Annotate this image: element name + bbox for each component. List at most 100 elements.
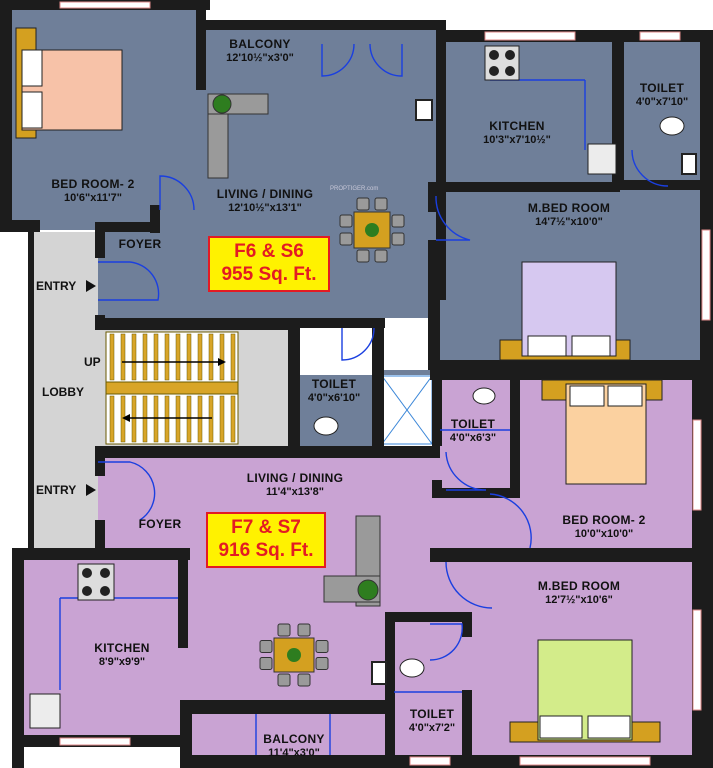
stair-down-arrow-head [122,414,130,422]
toilet-icon [472,387,496,405]
washbasin-icon [371,661,387,685]
room-label-toilet-bottom: TOILET 4'0"x7'2" [396,707,468,734]
room-dimension: 10'3"x7'10½" [483,133,551,146]
dining-chair-icon [356,249,370,263]
window [692,419,702,511]
stair-tread [197,333,203,381]
dining-table-icon [273,637,315,673]
dining-chair-icon [374,249,388,263]
room-title: LIVING / DINING [246,471,344,485]
stove-icon [77,563,115,601]
door-swing [369,43,403,77]
room-dimension: 4'0"x6'3" [449,431,497,444]
duct-shaft [381,375,433,445]
room-dimension: 10'6"x11'7" [64,191,122,204]
stair-treads [109,333,236,443]
room-label-balcony-bottom: BALCONY 11'4"x3'0" [242,732,346,759]
room-label-bed2-bottom: BED ROOM- 2 10'0"x10'0" [546,513,662,540]
wall [196,0,206,90]
wall [180,700,192,768]
washbasin-icon [681,153,697,175]
wall [12,548,190,560]
stair-tread [120,333,126,381]
wall [95,318,295,330]
wall [462,690,472,768]
room-label-kitchen-top: KITCHEN 10'3"x7'10½" [462,119,572,146]
stair-flight-upper [105,331,239,383]
dining-chair-icon [391,214,405,228]
wall [385,612,470,622]
wall [428,240,440,370]
wall [288,318,300,448]
room-title: TOILET [409,707,455,721]
room-dimension: 4'0"x7'10" [635,95,689,108]
toilet-icon [659,116,685,136]
stair-tread [197,395,203,443]
wall [95,222,160,232]
stair-tread [219,333,225,381]
entry-label-bottom: ENTRY [36,483,77,497]
wall [150,205,160,233]
room-dimension: 11'4"x13'8" [266,485,324,498]
window [639,31,681,41]
room-title: BALCONY [263,732,325,746]
room-label-living-bottom: LIVING / DINING 11'4"x13'8" [234,471,356,498]
dining-chair-icon [315,640,329,653]
window [409,756,451,766]
door-swing [429,623,463,661]
room-title: TOILET [639,81,685,95]
door-swing [489,493,532,549]
room-label-toilet-top-right: TOILET 4'0"x7'10" [626,81,698,108]
window [484,31,576,41]
stair-up-label: UP [84,355,101,369]
door-swing [98,461,156,521]
room-label-toilet-mid: TOILET 4'0"x6'10" [292,377,376,404]
room-dimension: 12'10½"x3'0" [226,51,294,64]
wall [290,318,385,328]
wall [432,488,520,498]
bed-icon [499,261,631,361]
door-swing [445,561,493,609]
shaft-cross-2 [381,375,433,445]
stair-tread [142,395,148,443]
room-label-kitchen-bottom: KITCHEN 8'9"x9'9" [80,641,164,668]
room-label-balcony-top: BALCONY 12'10½"x3'0" [210,37,310,64]
room-label-mbed-top: M.BED ROOM 14'7½"x10'0" [508,201,630,228]
door-swing [98,261,160,301]
window [59,737,131,746]
room-title: BED ROOM- 2 [562,513,646,527]
room-title: KITCHEN [94,641,150,655]
dining-chair-icon [356,197,370,211]
door-swing [445,451,487,491]
room-label-mbed-bottom: M.BED ROOM 12'7½"x10'6" [520,579,638,606]
room-dimension: 8'9"x9'9" [98,655,146,668]
window [519,756,651,766]
wall [372,318,384,448]
stair-tread [186,333,192,381]
stair-tread [175,395,181,443]
wall [28,228,34,548]
wall [462,612,472,637]
wall [95,446,105,476]
room-title: FOYER [138,517,182,531]
unit-name: F7 & S7 [231,517,301,538]
window [701,229,711,321]
dining-chairs [259,197,405,687]
sink-icon [29,693,61,729]
dining-chair-icon [259,657,273,670]
unit-label-bottom: F7 & S7 916 Sq. Ft. [206,512,326,568]
dining-chair-icon [339,232,353,246]
unit-area: 955 Sq. Ft. [221,263,317,285]
lobby-label: LOBBY [42,385,84,399]
door-swing [159,175,195,211]
dining-chair-icon [374,197,388,211]
wall [430,360,713,380]
room-title: TOILET [311,377,357,391]
wall [0,0,12,230]
windows [59,1,711,766]
room-title: TOILET [450,417,496,431]
room-dimension: 14'7½"x10'0" [535,215,603,228]
bed-icon [509,639,661,743]
dining-chair-icon [315,657,329,670]
stove-icon [484,45,520,81]
